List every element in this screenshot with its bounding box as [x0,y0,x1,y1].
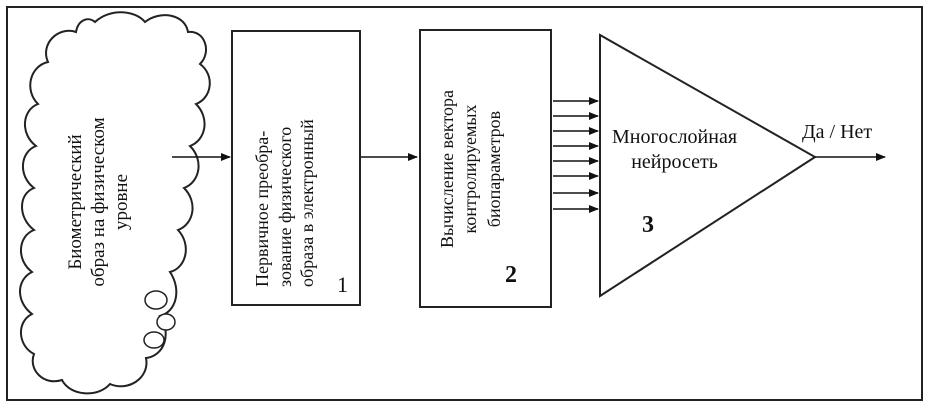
block-2-feature-vector [419,29,552,308]
cloud-bump [143,331,165,349]
block-3-label-line2: нейросеть [631,151,718,173]
block-2-label-line1: Вычисление вектора [437,90,457,249]
block-1-label-line1: Первичное преобра- [252,130,272,287]
block-3-label: Многослойная нейросеть [612,125,737,175]
block-1-label-line3: образа в электронный [297,119,317,287]
diagram-frame [6,6,923,401]
block-1-conversion [231,30,361,306]
source-label-line1: Биометрический [65,134,86,270]
block-3-label-line1: Многослойная [612,126,738,148]
block-2-label-line3: биопараметров [483,110,504,228]
block-2-number: 2 [505,262,517,288]
block-2-label-line2: контролируемых [460,104,481,234]
cloud-bump [144,290,168,310]
block-3-number: 3 [642,212,654,238]
block-2-label: Вычисление вектора контролируемых биопар… [436,53,526,285]
output-label: Да / Нет [802,121,873,143]
block-1-number: 1 [337,272,348,297]
source-label: Биометрический образ на физическом уровн… [65,87,155,317]
source-label-line3: уровне [110,173,132,231]
block-1-label-line2: зование физического [274,126,295,287]
block-1-label: Первичное преобра- зование физического о… [251,35,341,287]
neural-network-triangle [599,33,817,298]
source-label-line2: образ на физическом [87,117,109,287]
cloud-bump [156,313,176,331]
